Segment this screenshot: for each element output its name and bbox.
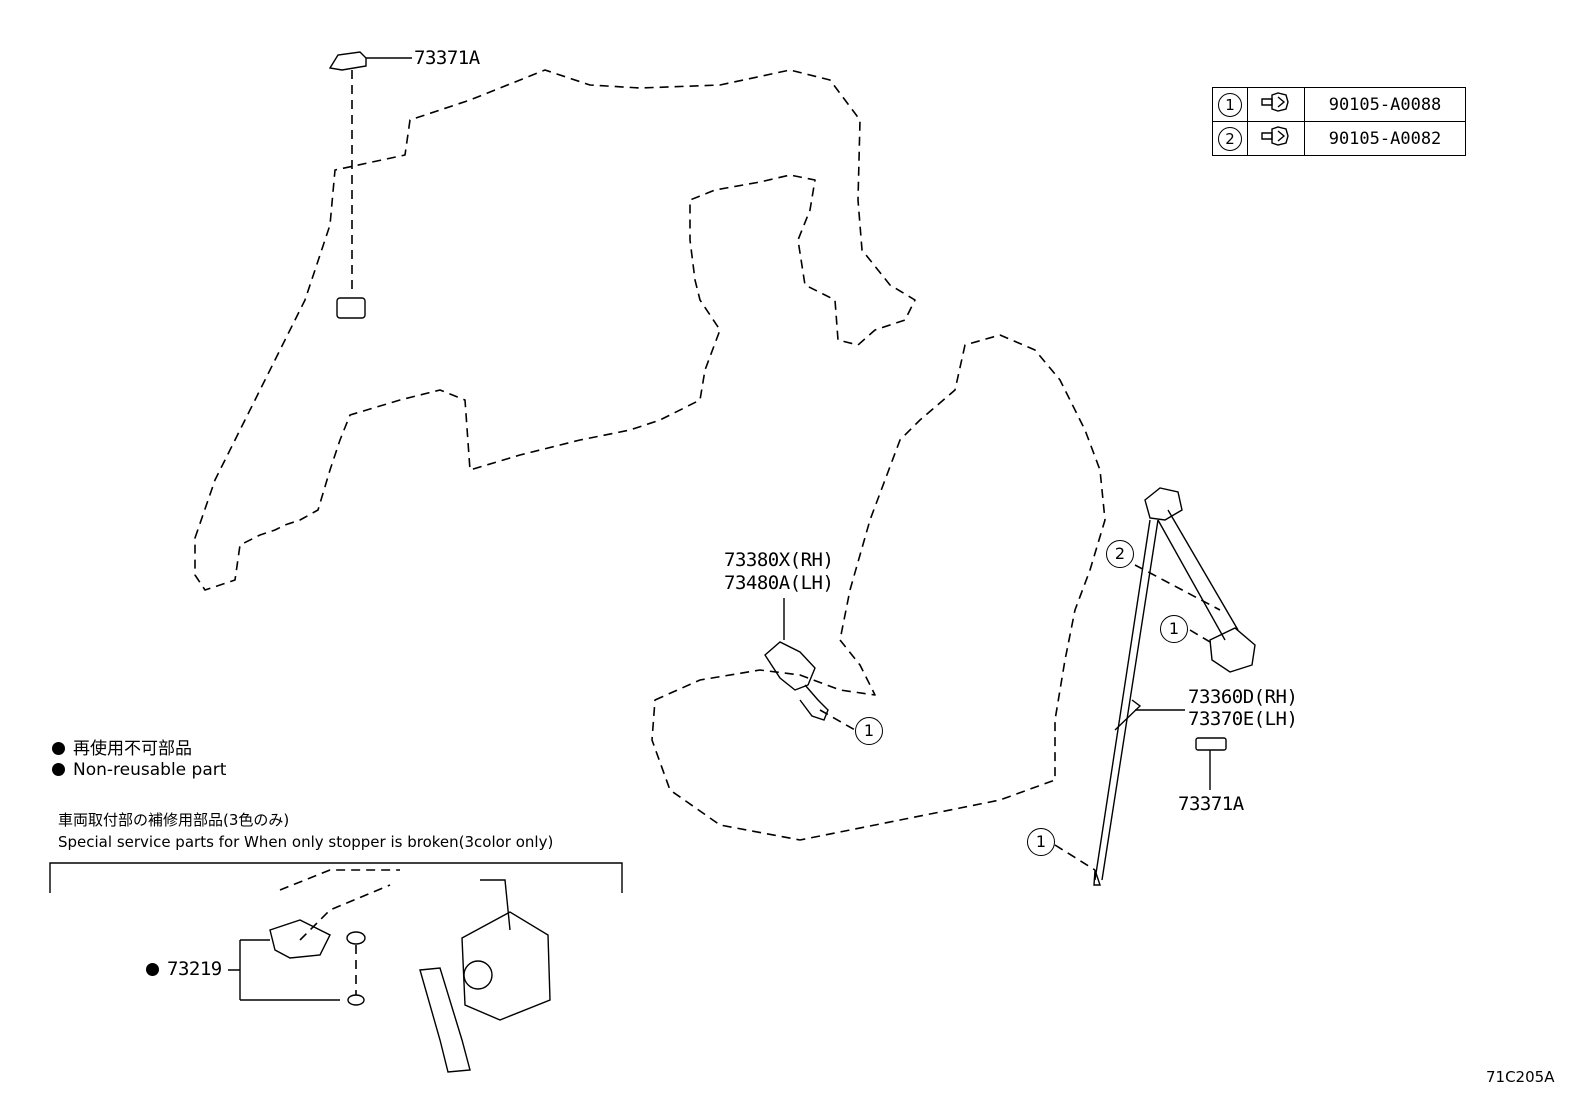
- part-number-cell[interactable]: 90105-A0088: [1304, 87, 1466, 122]
- legend-dot-icon: [52, 742, 65, 755]
- bolt-icon: [1247, 87, 1305, 122]
- non-reusable-dot-icon: [146, 963, 159, 976]
- retractor-shape: [1209, 627, 1256, 673]
- stopper-shape: [269, 919, 331, 959]
- label-stopper[interactable]: 73219: [146, 958, 222, 980]
- clip-top-shape: [328, 51, 367, 71]
- ref-circle: 1: [1218, 92, 1242, 117]
- callout-anchor-mid: 1: [1160, 615, 1188, 643]
- service-note-en: Special service parts for When only stop…: [58, 833, 554, 851]
- label-belt-lh[interactable]: 73370E(LH): [1188, 708, 1298, 730]
- label-buckle-lh[interactable]: 73480A(LH): [724, 572, 834, 594]
- clip-bottom-shape: [1195, 737, 1227, 751]
- callout-anchor-lower: 1: [1027, 828, 1055, 856]
- belt-anchor-top: [1144, 487, 1183, 521]
- label-73371a-bottom[interactable]: 73371A: [1178, 793, 1244, 815]
- label-buckle-rh[interactable]: 73380X(RH): [724, 549, 834, 571]
- ref-circle: 2: [1218, 126, 1242, 151]
- bolt-parts-table: 1 90105-A0088 2 90105-A0082: [1212, 87, 1466, 156]
- label-belt-rh[interactable]: 73360D(RH): [1188, 686, 1298, 708]
- body-panel-outline: [194, 69, 916, 591]
- clip-hole-shape: [336, 297, 366, 319]
- stopper-part-number: 73219: [167, 958, 222, 980]
- callout-anchor-upper: 2: [1106, 540, 1134, 568]
- callout-buckle-bolt: 1: [855, 717, 883, 745]
- buckle-shape: [764, 641, 816, 691]
- legend-en: Non-reusable part: [52, 760, 226, 780]
- belt-webbing: [1094, 519, 1159, 881]
- table-row: 1 90105-A0088: [1212, 87, 1466, 122]
- bolt-icon: [1247, 121, 1305, 156]
- table-row: 2 90105-A0082: [1212, 121, 1466, 156]
- figure-code: 71C205A: [1486, 1068, 1555, 1086]
- legend-jp: 再使用不可部品: [52, 734, 192, 759]
- label-73371a-top[interactable]: 73371A: [414, 47, 480, 69]
- legend-dot-icon: [52, 763, 65, 776]
- service-note-jp: 車両取付部の補修用部品(3色のみ): [58, 811, 290, 829]
- retractor-lower-shape: [461, 911, 551, 1021]
- part-number-cell[interactable]: 90105-A0082: [1304, 121, 1466, 156]
- seat-outline: [651, 334, 1106, 841]
